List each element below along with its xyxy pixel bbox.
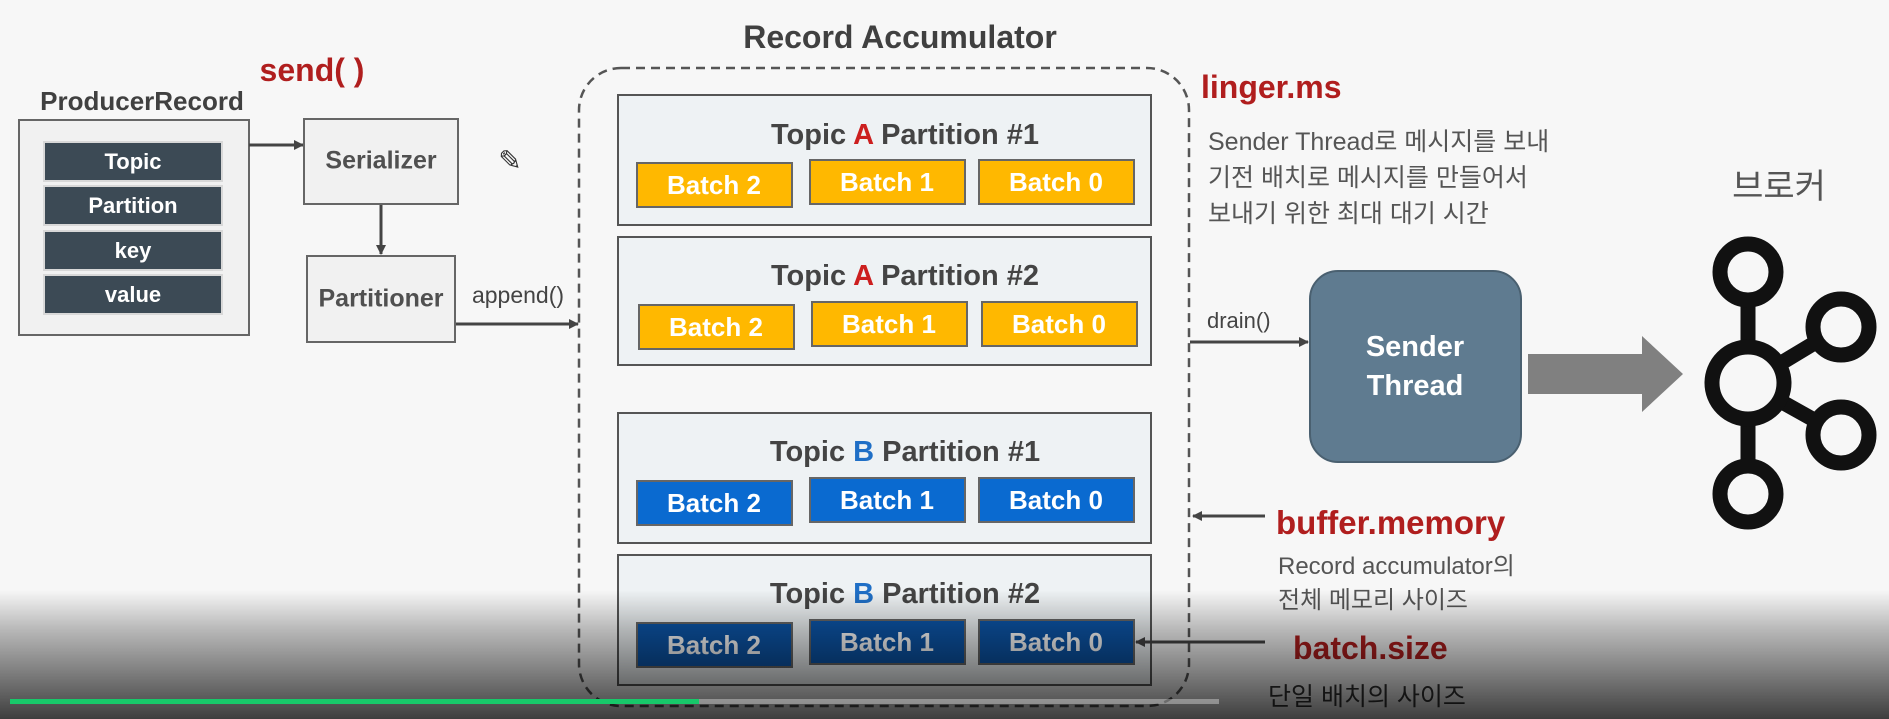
batch-label: Batch 2 [667, 170, 761, 200]
broker-label: 브로커 [1732, 168, 1826, 206]
partition-title-suffix: Partition #2 [874, 578, 1040, 610]
batch-label: Batch 2 [669, 312, 763, 342]
partition-title-prefix: Topic [771, 260, 853, 292]
partitioner-box [306, 255, 456, 343]
batch-label: Batch 1 [840, 627, 934, 657]
producer-field-topic: Topic [104, 149, 161, 174]
buffer-memory-title: buffer.memory [1276, 504, 1506, 541]
pencil-cursor-icon: ✎ [498, 145, 521, 176]
partition-topic-b-1: Topic B Partition #1 Batch 2 Batch 1 Bat… [617, 412, 1152, 544]
partition-title: Topic A Partition #1 [771, 119, 1039, 151]
partitioner-label: Partitioner [318, 285, 443, 313]
send-label: send( ) [260, 52, 365, 88]
producer-field-box [43, 274, 223, 315]
producer-field-key: key [115, 238, 152, 263]
batch-label: Batch 1 [840, 485, 934, 515]
batch-2 [636, 162, 793, 208]
producer-record-title: ProducerRecord [40, 86, 244, 116]
producer-fields: Topic Partition key value [43, 141, 223, 315]
batch-label: Batch 0 [1012, 309, 1106, 339]
video-progress-bar[interactable] [10, 699, 1219, 704]
batch-0 [978, 477, 1135, 523]
partition-title-suffix: Partition #2 [873, 260, 1039, 292]
batch-label: Batch 2 [667, 488, 761, 518]
partition-title: Topic A Partition #2 [771, 260, 1039, 292]
sender-thread-box [1309, 270, 1522, 463]
batch-label: Batch 2 [667, 630, 761, 660]
partition-title: Topic B Partition #2 [770, 578, 1040, 610]
partition-title-prefix: Topic [771, 119, 853, 151]
producer-field-value: value [105, 282, 161, 307]
append-label: append() [472, 282, 564, 308]
batch-size-title: batch.size [1293, 630, 1448, 666]
serializer-box [303, 118, 459, 205]
diagram-title: Record Accumulator [743, 19, 1057, 55]
sender-thread-label-line: Thread [1367, 370, 1464, 402]
partition-topic-b-2: Topic B Partition #2 Batch 2 Batch 1 Bat… [617, 554, 1152, 686]
batch-0 [978, 159, 1135, 205]
partition-topic-letter: B [853, 578, 874, 610]
serializer-label: Serializer [325, 147, 436, 175]
batch-label: Batch 1 [842, 309, 936, 339]
buffer-memory-desc-line: 전체 메모리 사이즈 [1278, 587, 1468, 614]
arrow-sender-to-broker [1528, 336, 1683, 412]
sender-thread-label-line: Sender [1366, 331, 1464, 363]
partition-title: Topic B Partition #1 [770, 436, 1040, 468]
batch-1 [811, 301, 968, 347]
partition-title-prefix: Topic [770, 578, 853, 610]
linger-ms-title: linger.ms [1201, 69, 1342, 105]
partition-title-suffix: Partition #1 [873, 119, 1039, 151]
video-progress-fill [10, 699, 700, 704]
batch-1 [809, 159, 966, 205]
batch-2 [636, 480, 793, 526]
partition-topic-a-2: Topic A Partition #2 Batch 2 Batch 1 Bat… [617, 236, 1152, 366]
batch-label: Batch 1 [840, 167, 934, 197]
partition-topic-letter: B [853, 436, 874, 468]
batch-size-desc: 단일 배치의 사이즈 [1268, 683, 1466, 711]
batch-label: Batch 0 [1009, 167, 1103, 197]
partition-topic-letter: A [853, 119, 874, 151]
partition-title-prefix: Topic [770, 436, 853, 468]
producer-field-box [43, 141, 223, 182]
batch-2 [638, 304, 795, 350]
batch-label: Batch 0 [1009, 627, 1103, 657]
producer-field-box [43, 230, 223, 271]
batch-1 [809, 477, 966, 523]
linger-ms-desc-line: 기전 배치로 메시지를 만들어서 [1208, 164, 1528, 192]
drain-label: drain() [1207, 308, 1271, 333]
batch-label: Batch 0 [1009, 485, 1103, 515]
partition-topic-a-1: Topic A Partition #1 Batch 2 Batch 1 Bat… [617, 94, 1152, 226]
producer-field-box [43, 185, 223, 226]
kafka-logo-icon [1704, 236, 1877, 530]
linger-ms-desc-line: Sender Thread로 메시지를 보내 [1208, 128, 1549, 156]
producer-field-partition: Partition [88, 193, 177, 218]
batch-0 [981, 301, 1138, 347]
partition-title-suffix: Partition #1 [874, 436, 1040, 468]
buffer-memory-desc-line: Record accumulator의 [1278, 553, 1515, 580]
linger-ms-desc-line: 보내기 위한 최대 대기 시간 [1208, 200, 1489, 228]
partition-topic-letter: A [853, 260, 874, 292]
